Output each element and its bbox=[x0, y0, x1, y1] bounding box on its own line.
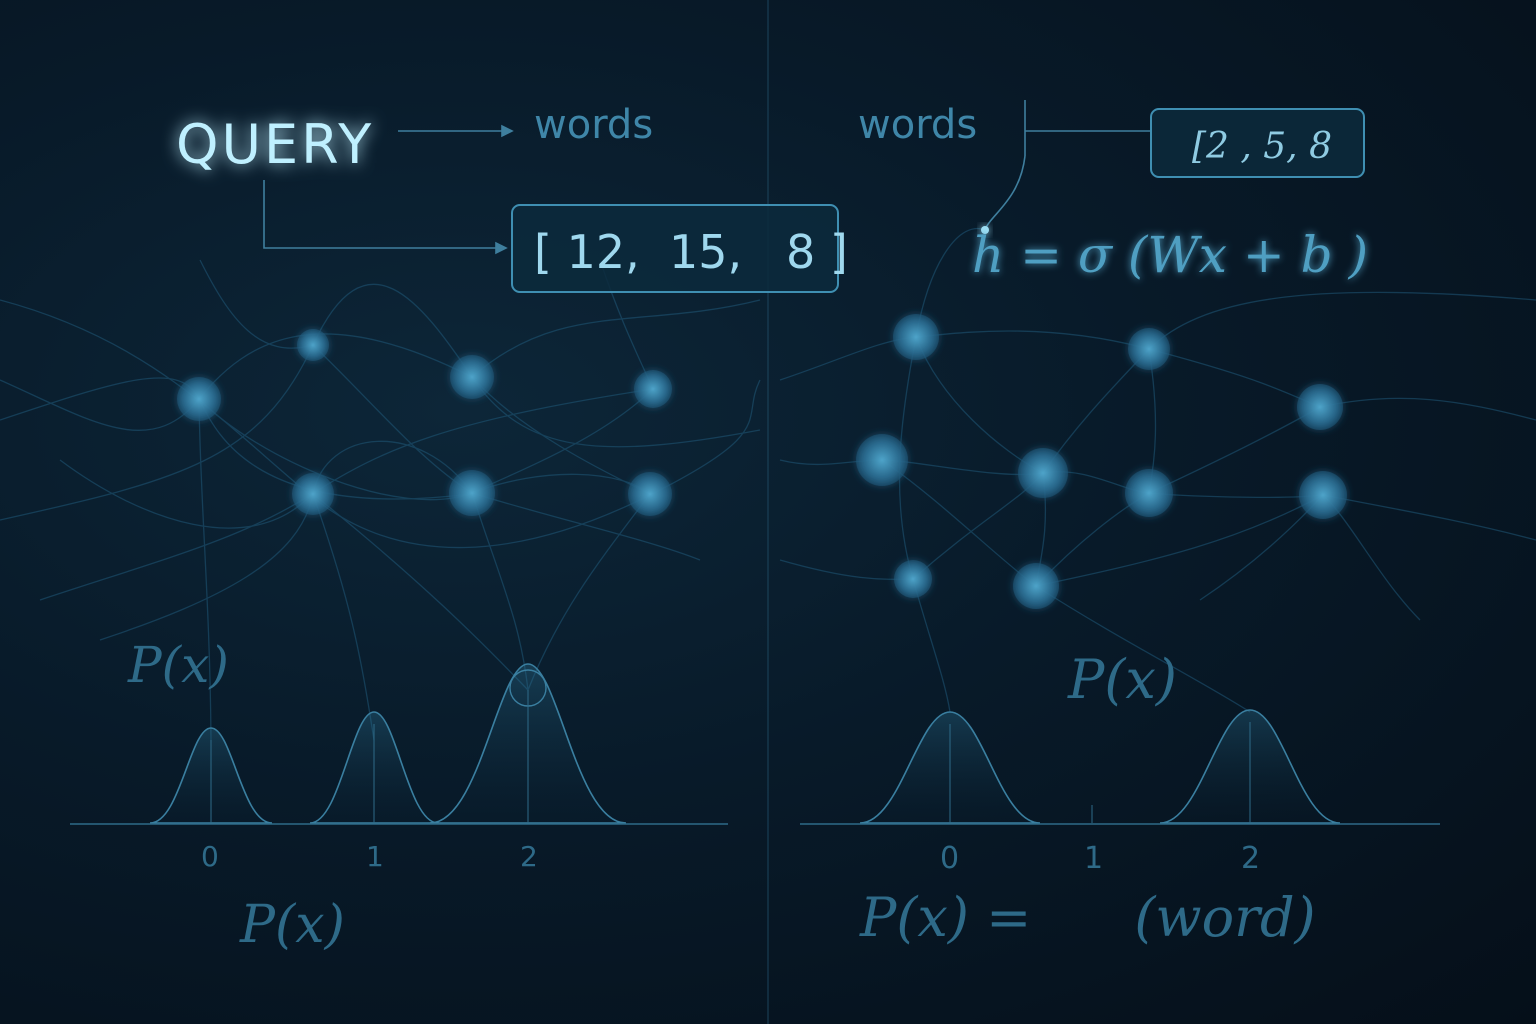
background-wires bbox=[0, 227, 1536, 741]
right-prob-label-mid: P(x) bbox=[1067, 648, 1177, 711]
right-prob-formula: P(x) = (word) bbox=[859, 886, 1316, 949]
left-prob-label-bottom: P(x) bbox=[239, 895, 345, 955]
words-to-vector-connector bbox=[984, 100, 1150, 231]
left-tick-2: 2 bbox=[520, 840, 538, 873]
left-vector-box: [ 12, 15, 8 ] bbox=[511, 204, 848, 293]
node bbox=[1128, 328, 1170, 370]
node bbox=[297, 329, 329, 361]
right-nodes bbox=[856, 314, 1347, 609]
query-to-vector-arrow bbox=[263, 180, 508, 255]
right-tick-1: 1 bbox=[1084, 841, 1103, 876]
right-vector-box: [2 , 5, 8 bbox=[1150, 108, 1365, 178]
right-distribution-curves bbox=[859, 709, 1341, 824]
node bbox=[856, 434, 908, 486]
node bbox=[628, 472, 672, 516]
formula-anchor-dot bbox=[981, 226, 989, 234]
node bbox=[893, 314, 939, 360]
left-nodes bbox=[177, 329, 672, 516]
right-tick-2: 2 bbox=[1241, 841, 1260, 876]
left-words-label: words bbox=[534, 102, 653, 148]
node bbox=[1013, 563, 1059, 609]
node bbox=[177, 377, 221, 421]
right-words-label: words bbox=[858, 102, 977, 148]
node bbox=[1018, 448, 1068, 498]
node bbox=[634, 370, 672, 408]
node bbox=[1299, 471, 1347, 519]
left-prob-label-top: P(x) bbox=[127, 636, 229, 694]
left-panel: QUERY words [ 12, 15, 8 ] P(x) bbox=[70, 102, 848, 955]
node bbox=[292, 473, 334, 515]
node bbox=[894, 560, 932, 598]
left-tick-1: 1 bbox=[366, 840, 384, 873]
activation-formula: h = σ (Wx + b ) bbox=[972, 226, 1368, 284]
right-vector-label: [2 , 5, 8 bbox=[1192, 126, 1332, 167]
query-to-words-arrow bbox=[398, 124, 514, 138]
node bbox=[449, 470, 495, 516]
left-distribution-curves bbox=[149, 663, 627, 824]
query-label: QUERY bbox=[176, 113, 374, 176]
left-tick-0: 0 bbox=[201, 840, 219, 873]
node bbox=[1125, 469, 1173, 517]
right-tick-0: 0 bbox=[940, 841, 959, 876]
node bbox=[450, 355, 494, 399]
left-vector-label: [ 12, 15, 8 ] bbox=[534, 225, 848, 279]
right-panel: words [2 , 5, 8 h = σ (Wx + b ) P(x) bbox=[800, 100, 1440, 949]
node bbox=[1297, 384, 1343, 430]
